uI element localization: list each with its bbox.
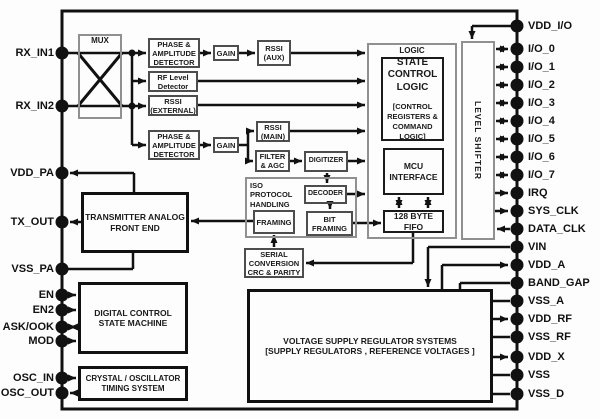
pin-dot-vss-pa [55, 262, 69, 276]
pin-label-io-0: I/O_0 [528, 43, 555, 55]
block-gain-1: GAIN [213, 45, 239, 61]
pin-label-vss-pa: VSS_PA [11, 263, 54, 275]
pin-label-tx-out: TX_OUT [10, 216, 54, 228]
pin-dot-osc-in [55, 371, 69, 385]
pin-dot-rx-in1 [55, 46, 69, 60]
pin-dot-band-gap [510, 276, 524, 290]
block-digitizer: DIGITIZER [304, 151, 348, 172]
pin-label-vss-a: VSS_A [528, 295, 565, 307]
pin-dot-vdd-pa [55, 166, 69, 180]
pin-label-en2: EN2 [32, 304, 54, 316]
pin-label-sys-clk: SYS_CLK [528, 205, 579, 217]
block-iso-label: ISO PROTOCOL HANDLING [250, 181, 293, 209]
block-mux [78, 34, 122, 119]
pin-dot-mod [55, 334, 69, 348]
pin-label-ask-ook: ASK/OOK [2, 321, 54, 333]
pin-label-io-7: I/O_7 [528, 169, 555, 181]
pin-dot-vss [510, 368, 524, 382]
pin-label-io-4: I/O_4 [528, 115, 555, 127]
state-control-logic-title: STATE CONTROL LOGIC [387, 56, 438, 93]
pin-dot-tx-out [55, 215, 69, 229]
pin-label-io-2: I/O_2 [528, 79, 555, 91]
block-logic-label: LOGIC [399, 46, 425, 55]
vreg-line2: [SUPPLY REGULATORS , REFERENCE VOLTAGES … [265, 346, 475, 356]
block-crystal-oscillator-timing: CRYSTAL / OSCILLATOR TIMING SYSTEM [78, 366, 188, 401]
block-state-control-logic: STATE CONTROL LOGIC [CONTROL REGISTERS &… [381, 57, 444, 141]
junction-dots [128, 49, 136, 110]
block-voltage-regulator-systems: VOLTAGE SUPPLY REGULATOR SYSTEMS [SUPPLY… [247, 289, 493, 403]
pin-label-vss-d: VSS_D [528, 388, 565, 400]
block-serial-conversion: SERIAL CONVERSION CRC & PARITY [244, 248, 304, 278]
block-framing: FRAMING [253, 210, 295, 234]
block-transmitter-analog-front-end: TRANSMITTER ANALOG FRONT END [81, 192, 189, 253]
pin-label-vdd-rf: VDD_RF [528, 313, 573, 325]
block-mux-label: MUX [91, 36, 109, 45]
block-phase-amplitude-detector-2: PHASE & AMPLITUDE DETECTOR [148, 130, 200, 160]
pin-dots [55, 19, 524, 401]
pin-label-en: EN [38, 289, 54, 301]
pin-dot-vdd-a [510, 258, 524, 272]
block-filter-agc: FILTER & AGC [255, 150, 290, 172]
pin-dot-osc-out [55, 386, 69, 400]
pin-dot-irq [510, 186, 524, 200]
block-rssi-aux: RSSI (AUX) [257, 40, 291, 66]
pin-label-vdd-a: VDD_A [528, 259, 566, 271]
pin-label-rx-in1: RX_IN1 [15, 47, 54, 59]
block-phase-amplitude-detector-1: PHASE & AMPLITUDE DETECTOR [148, 38, 200, 68]
pin-dot-vdd-rf [510, 312, 524, 326]
block-128-byte-fifo: 128 BYTE FIFO [383, 210, 444, 233]
pin-label-mod: MOD [28, 335, 54, 347]
pin-dot-io-6 [510, 150, 524, 164]
pin-label-osc-out: OSC_OUT [0, 387, 54, 399]
pin-label-rx-in2: RX_IN2 [15, 100, 54, 112]
pin-dot-io-1 [510, 60, 524, 74]
pin-label-vss: VSS [528, 369, 551, 381]
pin-dot-vss-d [510, 387, 524, 401]
pin-label-io-6: I/O_6 [528, 151, 555, 163]
pin-label-vin: VIN [528, 241, 547, 253]
pin-label-osc-in: OSC_IN [13, 372, 54, 384]
vreg-line1: VOLTAGE SUPPLY REGULATOR SYSTEMS [283, 335, 457, 346]
block-mcu-interface: MCU INTERFACE [383, 148, 444, 195]
pin-label-io-5: I/O_5 [528, 133, 555, 145]
pin-dot-vdd-io [510, 19, 524, 33]
pin-dot-en2 [55, 303, 69, 317]
pin-dot-vdd-x [510, 350, 524, 364]
pin-dot-io-0 [510, 42, 524, 56]
pin-dot-vss-a [510, 294, 524, 308]
pin-label-io-1: I/O_1 [528, 61, 555, 73]
pin-dot-sys-clk [510, 204, 524, 218]
state-control-logic-subtitle: [CONTROL REGISTERS & COMMAND LOGIC] [387, 102, 438, 141]
pin-label-data-clk: DATA_CLK [528, 223, 586, 235]
pin-label-irq: IRQ [528, 187, 548, 199]
pin-dot-data-clk [510, 222, 524, 236]
block-gain-2: GAIN [213, 137, 239, 153]
pin-label-vdd-pa: VDD_PA [10, 167, 54, 179]
pin-dot-io-7 [510, 168, 524, 182]
pin-label-vdd-x: VDD_X [528, 351, 565, 363]
block-bit-framing: BIT FRAMING [306, 211, 353, 236]
block-decoder: DECODER [304, 185, 347, 204]
pin-label-vdd-io: VDD_I/O [528, 20, 573, 32]
pin-label-vss-rf: VSS_RF [528, 331, 571, 343]
pin-dot-vss-rf [510, 330, 524, 344]
pin-dot-rx-in2 [55, 99, 69, 113]
block-digital-control-state-machine: DIGITAL CONTROL STATE MACHINE [78, 282, 188, 354]
pin-dot-io-3 [510, 96, 524, 110]
block-rf-level-detector: RF Level Detector [148, 71, 198, 92]
pin-label-io-3: I/O_3 [528, 97, 555, 109]
pin-dot-en [55, 288, 69, 302]
pin-dot-io-2 [510, 78, 524, 92]
block-rssi-external: RSSI (EXTERNAL) [148, 95, 198, 116]
pin-dot-ask-ook [55, 320, 69, 334]
block-level-shifter: LEVEL SHIFTER [461, 41, 495, 240]
pin-dot-io-5 [510, 132, 524, 146]
block-iso-protocol-handling [245, 177, 357, 238]
pin-dot-io-4 [510, 114, 524, 128]
block-logic [367, 43, 457, 239]
block-rssi-main: RSSI (MAIN) [256, 121, 290, 142]
pin-dot-vin [510, 240, 524, 254]
pin-label-band-gap: BAND_GAP [528, 277, 590, 289]
